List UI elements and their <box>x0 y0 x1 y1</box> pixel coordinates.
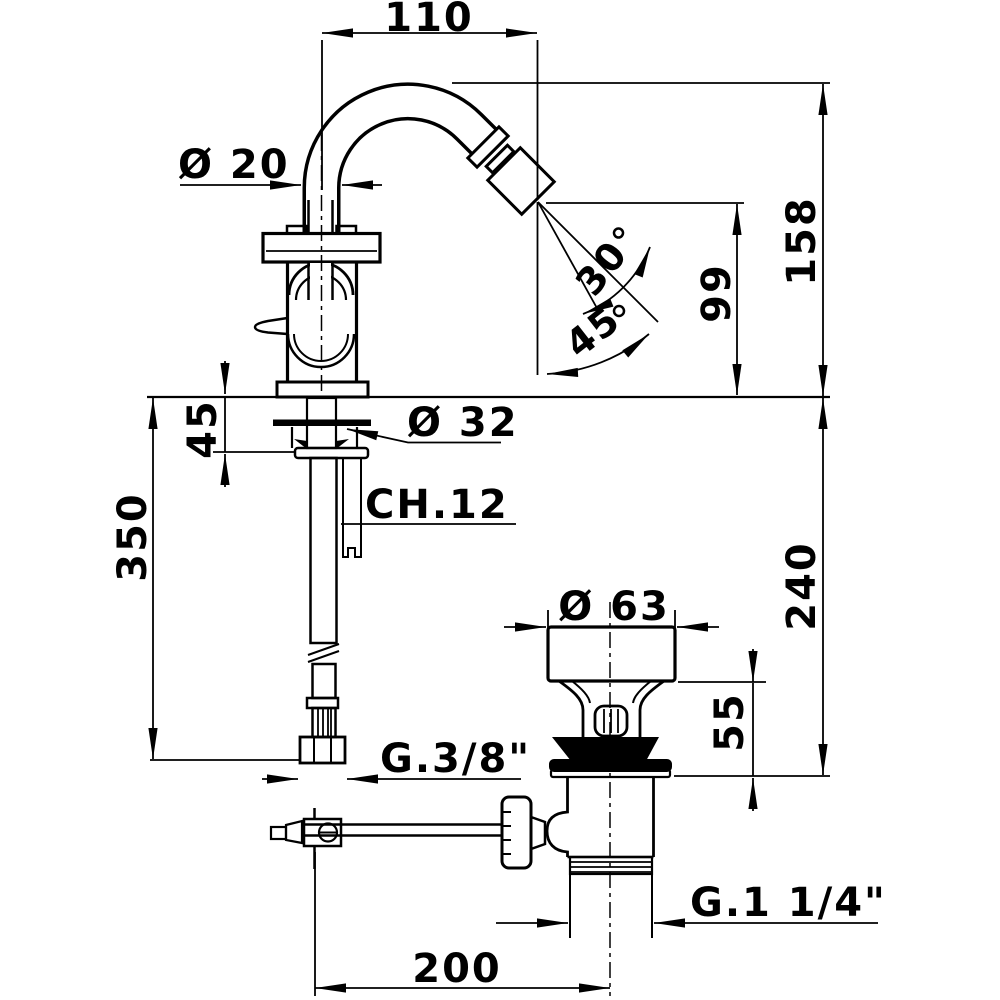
centerlines <box>320 135 611 996</box>
hose-braid-upper <box>309 456 338 645</box>
dim-99: 99 <box>694 204 742 395</box>
dim-diameter-32: Ø 32 <box>346 400 519 446</box>
rod-end-cone <box>284 819 304 845</box>
arc-45 <box>546 333 650 378</box>
waste-cap <box>546 625 677 683</box>
hose-nut <box>298 735 347 765</box>
rod-clamp-block <box>302 817 343 848</box>
waste-thread-lines <box>570 861 652 873</box>
spout-tube-inner <box>306 85 497 235</box>
waste-thread-band <box>568 855 654 876</box>
dim-55: 55 <box>707 649 758 811</box>
dim-200-label: 200 <box>412 946 502 992</box>
dimensions: 110 Ø 20 158 99 240 55 <box>110 0 887 993</box>
clicker-knob <box>593 704 629 738</box>
degree-symbol-30 <box>612 227 625 239</box>
dim-g38: G.3/8" <box>262 736 531 784</box>
stem-mask <box>310 263 331 307</box>
dim-32-label: Ø 32 <box>407 400 519 446</box>
cross-handle <box>261 200 382 264</box>
dim-63-label: Ø 63 <box>558 584 670 630</box>
mounting-hardware <box>273 396 371 460</box>
aerator <box>485 145 557 217</box>
clamp-wedge-left <box>294 439 307 449</box>
spray-angle-indicator: 30 45 <box>536 201 659 378</box>
angle-45-label: 45 <box>557 297 629 367</box>
hose-collar <box>305 696 340 710</box>
hose-break-line1 <box>307 643 340 656</box>
reference-lines <box>147 40 830 996</box>
dim-diameter-20: Ø 20 <box>178 142 382 190</box>
dim-158-label: 158 <box>779 196 825 286</box>
degree-symbol-45 <box>612 304 626 318</box>
dim-20-label: Ø 20 <box>178 142 290 188</box>
spout <box>302 82 557 235</box>
waste-neck-left-inner <box>571 680 591 704</box>
hose-break-line2 <box>307 650 340 663</box>
clamp-screw <box>317 822 339 843</box>
base-flange <box>275 380 370 399</box>
dim-110: 110 <box>322 0 537 41</box>
pop-up-rod <box>269 808 502 869</box>
dim-240: 240 <box>779 398 828 775</box>
fixing-stud <box>342 459 362 558</box>
hose-nipple <box>311 706 337 739</box>
spout-joint-ring <box>465 124 511 170</box>
hose-nut-facets <box>313 738 332 762</box>
dim-99-label: 99 <box>694 263 740 323</box>
arc-30 <box>582 246 651 315</box>
dim-diameter-63: Ø 63 <box>504 584 719 632</box>
dim-240-label: 240 <box>779 541 825 631</box>
dim-350: 350 <box>110 398 158 759</box>
dim-45-deck: 45 <box>180 361 230 487</box>
dim-g114-label: G.1 1/4" <box>690 880 887 926</box>
dim-55-label: 55 <box>707 692 753 752</box>
waste-neck-right <box>638 679 665 737</box>
dim-ch12-label: CH.12 <box>365 482 509 528</box>
dim-32-leader <box>346 428 501 444</box>
knurled-wheel-grooves <box>502 811 511 855</box>
dim-110-label: 110 <box>384 0 474 41</box>
top-washer <box>273 419 371 426</box>
dim-g114: G.1 1/4" <box>496 880 887 928</box>
clamp-wedge-right <box>336 439 349 449</box>
hose-braid-lower <box>311 662 337 700</box>
pop-up-waste <box>500 625 677 938</box>
bottom-washer <box>293 446 370 460</box>
knurled-wheel <box>500 795 533 870</box>
rod-end-tip <box>269 825 288 841</box>
angle-30-label: 30 <box>567 232 637 304</box>
waste-neck-left <box>558 679 585 737</box>
dim-200: 200 <box>315 946 610 993</box>
clicker-knob-ribs <box>603 709 619 733</box>
dim-45-label: 45 <box>180 399 226 459</box>
rubber-seal <box>552 737 659 761</box>
dim-g38-label: G.3/8" <box>380 736 531 782</box>
stud-outline <box>342 459 362 558</box>
dim-ch12: CH.12 <box>341 482 516 528</box>
spout-neck-ring <box>484 143 516 175</box>
dim-350-label: 350 <box>110 492 156 582</box>
wheel-stem <box>529 815 547 851</box>
flex-hose <box>298 456 347 765</box>
waste-lever <box>253 316 289 336</box>
dim-158: 158 <box>779 84 828 396</box>
waste-body-left <box>545 777 569 857</box>
hose-nipple-ribs <box>317 709 332 736</box>
faucet-body <box>253 261 370 399</box>
waste-neck-right-inner <box>632 680 652 704</box>
